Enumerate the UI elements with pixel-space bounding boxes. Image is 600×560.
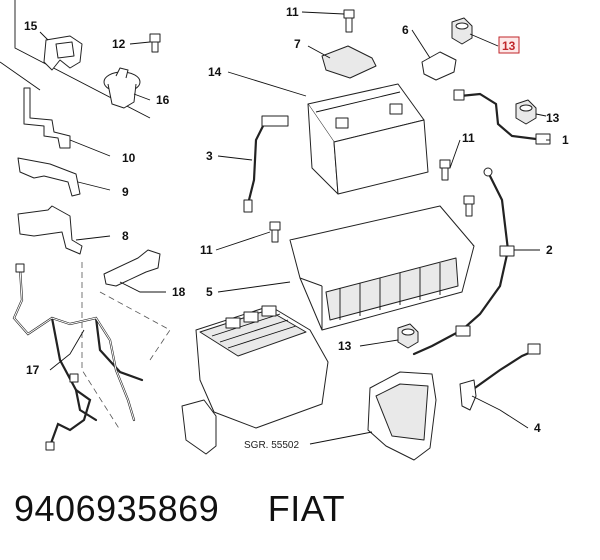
callout-9: 9 (122, 185, 129, 199)
callout-6: 6 (402, 23, 409, 37)
part-11-bolt (439, 159, 451, 181)
part-11-bolt (463, 195, 475, 217)
callout-5: 5 (206, 285, 213, 299)
part-8-bracket (17, 205, 83, 255)
part-3-cable (243, 115, 289, 213)
fuse-box-assembly (181, 305, 329, 455)
frame-line (0, 61, 41, 91)
part-18-bracket (103, 249, 161, 287)
part-7-terminal-cover (321, 45, 377, 79)
part-15-clip (43, 35, 83, 71)
part-4-cable (459, 343, 541, 411)
part-16-grommet (103, 67, 141, 109)
part-13-nut (397, 323, 419, 349)
reference-line (99, 291, 171, 361)
callout-17: 17 (26, 363, 40, 377)
callout-2: 2 (546, 243, 553, 257)
part-13-nut (515, 99, 537, 125)
reference-line (81, 262, 121, 431)
callout-11-left: 11 (200, 243, 213, 257)
callout-10: 10 (122, 151, 136, 165)
callout-1: 1 (562, 133, 569, 147)
part-5-battery-tray (289, 205, 475, 331)
mounting-bracket (367, 371, 437, 461)
part-10-bracket (23, 87, 71, 149)
callout-11-top: 11 (286, 5, 299, 19)
callout-15: 15 (24, 19, 38, 33)
highlight-box (498, 36, 520, 54)
callout-13-right: 13 (546, 111, 560, 125)
part-13-nut (451, 17, 473, 45)
part-14-battery (307, 83, 429, 195)
part-6-terminal-clamp (421, 51, 457, 81)
callout-13-highlighted: 13 (502, 39, 516, 53)
reference-caption: SGR. 55502 (244, 440, 299, 451)
callout-4: 4 (534, 421, 541, 435)
callout-18: 18 (172, 285, 186, 299)
part-12-bolt (149, 33, 161, 53)
callout-14: 14 (208, 65, 222, 79)
part-1-cable (453, 89, 551, 145)
callout-13-bottom: 13 (338, 339, 352, 353)
callout-16: 16 (156, 93, 170, 107)
part-11-bolt (269, 221, 281, 243)
part-2-cable (412, 167, 515, 356)
frame-line (14, 0, 151, 119)
brand-name: FIAT (267, 488, 346, 529)
part-17-harness (12, 263, 144, 451)
callout-3: 3 (206, 149, 213, 163)
callout-12: 12 (112, 37, 126, 51)
part-9-bracket (17, 157, 81, 197)
part-number: 9406935869 (14, 488, 220, 529)
callout-8: 8 (122, 229, 129, 243)
callout-11-right: 11 (462, 131, 475, 145)
product-footer: 9406935869 FIAT (14, 488, 345, 530)
callout-7: 7 (294, 37, 301, 51)
